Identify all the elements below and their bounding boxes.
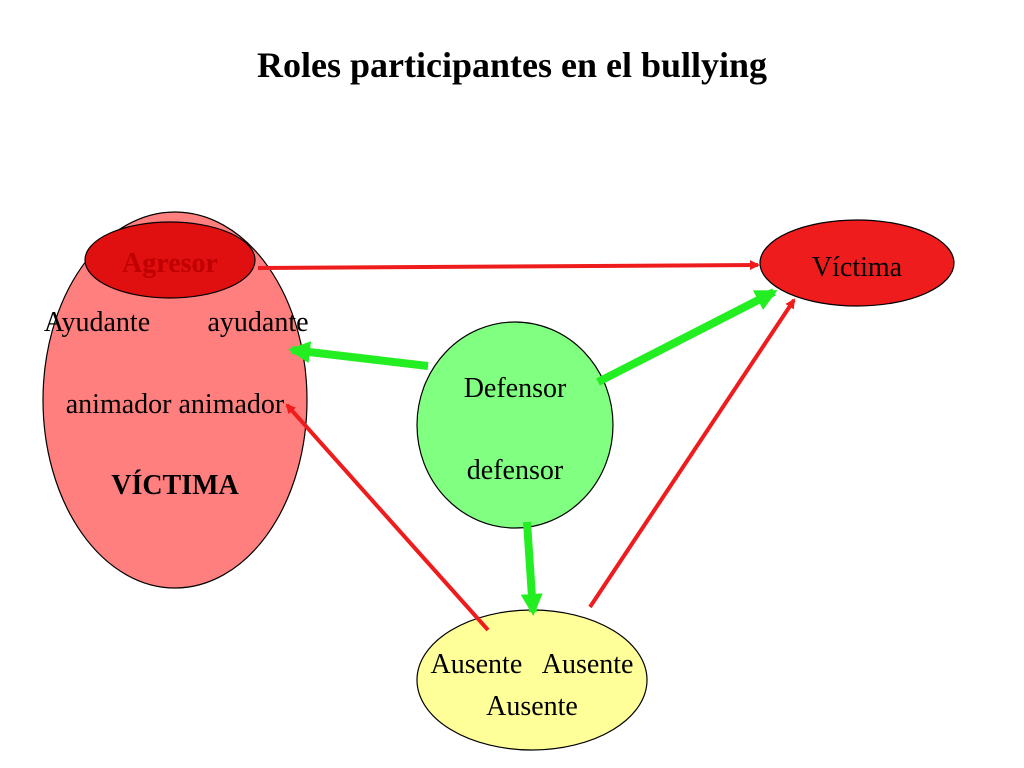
defensor-ellipse (416, 321, 614, 529)
ausente-ellipse (416, 609, 648, 751)
arrow-defensor-to-ausente (520, 521, 543, 616)
ayudante-label-1: Ayudante (44, 307, 150, 338)
animador-label: animador animador (66, 389, 285, 420)
victima-label: Víctima (812, 252, 903, 283)
agresor-label: Agresor (122, 248, 218, 279)
arrow-defensor-to-victima (596, 288, 778, 386)
page-title: Roles participantes en el bullying (256, 45, 768, 85)
arrow-defensor-to-group (288, 341, 429, 370)
ausente-label-1: Ausente Ausente (431, 649, 634, 680)
arrow-agresor-to-victima (257, 260, 760, 271)
defensor-label-1: Defensor (464, 373, 567, 404)
arrow-ausente-to-victima (588, 298, 796, 609)
ausente-label-2: Ausente (486, 691, 578, 722)
arrow-ausente-to-group (285, 403, 490, 632)
agresor-ellipse (84, 221, 256, 299)
defensor-label-2: defensor (467, 455, 564, 486)
group-ellipse (42, 211, 308, 589)
ayudante-label-2: ayudante (207, 307, 308, 338)
group-victima-label: VÍCTIMA (111, 470, 239, 501)
victima-ellipse (759, 219, 955, 307)
